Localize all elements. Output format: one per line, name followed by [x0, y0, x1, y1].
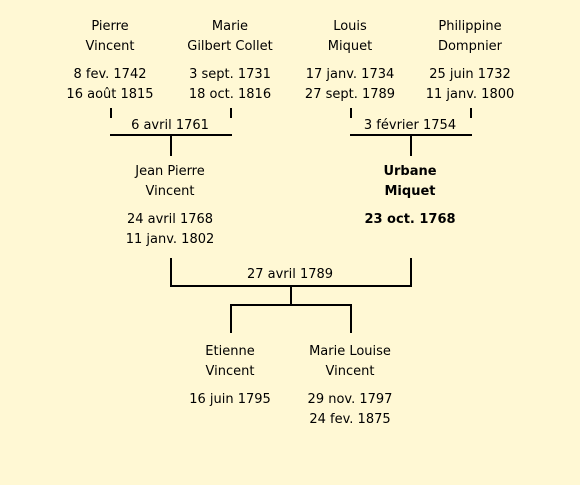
person-birth-date: 16 juin 1795 [189, 392, 271, 407]
person-given-name: Marie Louise [309, 344, 391, 359]
person-death-date: 24 fev. 1875 [309, 412, 391, 427]
marriage-date-parents: 27 avril 1789 [225, 267, 355, 283]
person-etienne-vincent: Etienne Vincent 16 juin 1795 [170, 342, 290, 410]
person-birth-date: 23 oct. 1768 [364, 212, 456, 227]
person-birth-date: 3 sept. 1731 [189, 67, 271, 82]
person-given-name: Louis [333, 19, 367, 34]
person-death-date: 11 janv. 1800 [425, 87, 515, 102]
person-surname: Vincent [205, 364, 255, 379]
person-death-date: 18 oct. 1816 [188, 87, 272, 102]
person-jean-pierre-vincent: Jean Pierre Vincent 24 avril 1768 11 jan… [110, 162, 230, 250]
person-surname: Dompnier [437, 39, 503, 54]
person-marie-louise-vincent: Marie Louise Vincent 29 nov. 1797 24 fev… [290, 342, 410, 430]
person-birth-date: 25 juin 1732 [429, 67, 511, 82]
person-surname: Vincent [85, 39, 135, 54]
person-given-name: Etienne [205, 344, 255, 359]
person-urbane-miquet: Urbane Miquet 23 oct. 1768 [350, 162, 470, 230]
person-given-name: Jean Pierre [135, 164, 205, 179]
person-marie-gilbert-collet: Marie Gilbert Collet 3 sept. 1731 18 oct… [170, 17, 290, 105]
person-death-date: 27 sept. 1789 [304, 87, 396, 102]
person-birth-date: 24 avril 1768 [126, 212, 214, 227]
person-surname: Miquet [384, 184, 436, 199]
person-birth-date: 17 janv. 1734 [305, 67, 395, 82]
person-philippine-dompnier: Philippine Dompnier 25 juin 1732 11 janv… [410, 17, 530, 105]
person-surname: Vincent [145, 184, 195, 199]
person-death-date: 11 janv. 1802 [125, 232, 215, 247]
marriage-date-paternal: 6 avril 1761 [105, 118, 235, 134]
person-pierre-vincent: Pierre Vincent 8 fev. 1742 16 août 1815 [50, 17, 170, 105]
person-birth-date: 8 fev. 1742 [73, 67, 147, 82]
person-given-name: Philippine [438, 19, 502, 34]
person-birth-date: 29 nov. 1797 [307, 392, 393, 407]
person-louis-miquet: Louis Miquet 17 janv. 1734 27 sept. 1789 [290, 17, 410, 105]
person-given-name: Marie [211, 19, 249, 34]
person-death-date: 16 août 1815 [66, 87, 154, 102]
person-given-name: Pierre [91, 19, 129, 34]
person-surname: Vincent [325, 364, 375, 379]
person-surname: Gilbert Collet [187, 39, 273, 54]
marriage-date-maternal: 3 février 1754 [345, 118, 475, 134]
person-surname: Miquet [327, 39, 373, 54]
person-given-name: Urbane [383, 164, 437, 179]
